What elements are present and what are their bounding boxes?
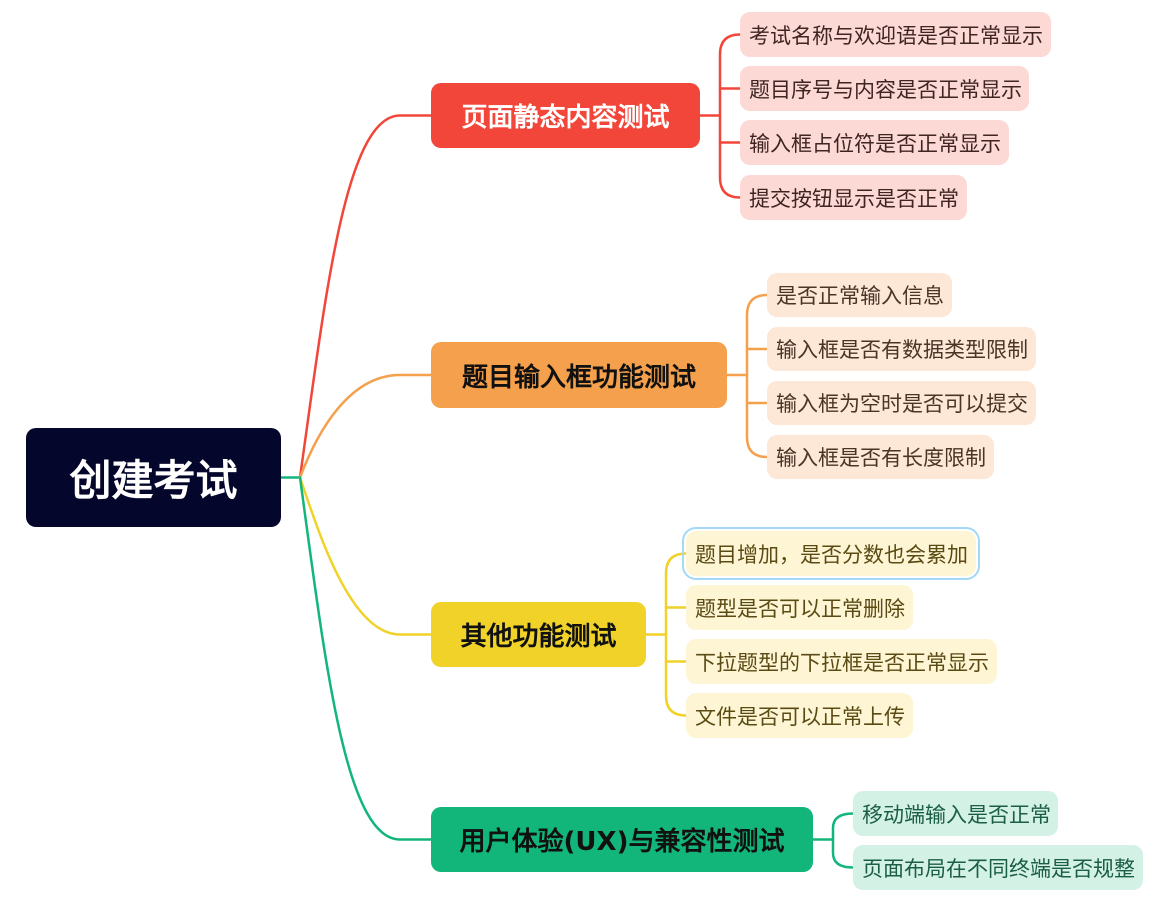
leaf-mobile-input[interactable]: 移动端输入是否正常 xyxy=(853,791,1058,836)
root-node-create-exam[interactable]: 创建考试 xyxy=(26,428,281,527)
leaf-normal-input[interactable]: 是否正常输入信息 xyxy=(767,273,952,317)
connector-root-to-other-function xyxy=(298,476,433,636)
branch-question-input-function-test[interactable]: 题目输入框功能测试 xyxy=(431,342,727,408)
connector-input-function-bracket xyxy=(745,293,769,459)
connector-ux-compatibility-bracket xyxy=(831,812,855,869)
leaf-question-add-score-accumulate[interactable]: 题目增加，是否分数也会累加 xyxy=(682,527,980,580)
connector-other-function-bracket xyxy=(664,552,688,717)
branch-other-function-test[interactable]: 其他功能测试 xyxy=(431,602,646,667)
leaf-layout-across-devices[interactable]: 页面布局在不同终端是否规整 xyxy=(853,845,1143,890)
leaf-file-upload[interactable]: 文件是否可以正常上传 xyxy=(686,693,913,738)
connector-static-content-bracket xyxy=(718,33,742,199)
leaf-question-type-dropdown-display[interactable]: 下拉题型的下拉框是否正常显示 xyxy=(686,639,997,684)
leaf-empty-submit[interactable]: 输入框为空时是否可以提交 xyxy=(767,381,1036,425)
leaf-exam-name-welcome-display[interactable]: 考试名称与欢迎语是否正常显示 xyxy=(740,12,1051,57)
leaf-question-type-delete[interactable]: 题型是否可以正常删除 xyxy=(686,585,913,630)
leaf-question-number-content-display[interactable]: 题目序号与内容是否正常显示 xyxy=(740,66,1029,111)
connector-root-to-static-content xyxy=(298,114,433,479)
branch-ux-compatibility-test[interactable]: 用户体验(UX)与兼容性测试 xyxy=(431,807,813,872)
branch-page-static-content-test[interactable]: 页面静态内容测试 xyxy=(431,83,700,148)
leaf-data-type-limit[interactable]: 输入框是否有数据类型限制 xyxy=(767,327,1036,371)
connector-root-to-input-function xyxy=(298,373,433,479)
leaf-input-placeholder-display[interactable]: 输入框占位符是否正常显示 xyxy=(740,120,1009,165)
leaf-submit-button-display[interactable]: 提交按钮显示是否正常 xyxy=(740,175,967,220)
connector-root-to-ux-compatibility xyxy=(298,476,433,841)
leaf-length-limit[interactable]: 输入框是否有长度限制 xyxy=(767,435,994,479)
